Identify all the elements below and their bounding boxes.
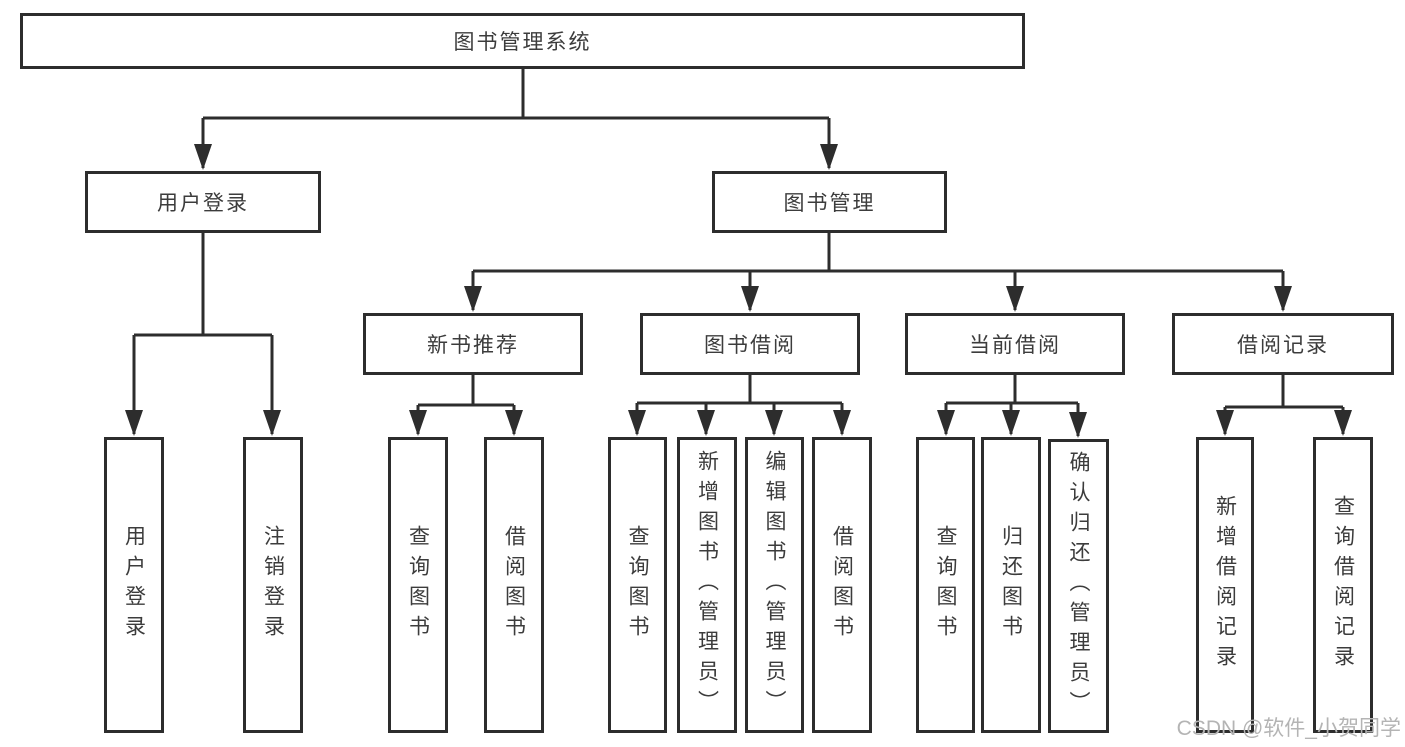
leaf-add-borrow-record: 新增借阅记录 xyxy=(1196,437,1254,733)
node-new-book-recommend: 新书推荐 xyxy=(363,313,583,375)
node-user-login: 用户登录 xyxy=(85,171,321,233)
leaf-edit-books-admin-label: 编辑图书（管理员） xyxy=(763,450,786,720)
node-new-book-recommend-label: 新书推荐 xyxy=(427,334,519,357)
node-book-borrow: 图书借阅 xyxy=(640,313,860,375)
node-library-system-label: 图书管理系统 xyxy=(453,31,592,54)
leaf-add-books-admin: 新增图书（管理员） xyxy=(677,437,737,733)
node-borrow-records: 借阅记录 xyxy=(1172,313,1394,375)
leaf-query-books-recommend: 查询图书 xyxy=(388,437,448,733)
node-user-login-label: 用户登录 xyxy=(157,192,249,215)
leaf-user-login-label: 用户登录 xyxy=(122,525,146,645)
leaf-borrow-books-recommend: 借阅图书 xyxy=(484,437,544,733)
leaf-confirm-return-admin-label: 确认归还（管理员） xyxy=(1067,451,1090,721)
leaf-logout-label: 注销登录 xyxy=(261,525,285,645)
node-library-system: 图书管理系统 xyxy=(20,13,1025,69)
leaf-confirm-return-admin: 确认归还（管理员） xyxy=(1048,439,1109,733)
leaf-user-login: 用户登录 xyxy=(104,437,164,733)
leaf-return-books-label: 归还图书 xyxy=(999,525,1023,645)
node-borrow-records-label: 借阅记录 xyxy=(1237,334,1329,357)
node-book-borrow-label: 图书借阅 xyxy=(704,334,796,357)
leaf-query-books-current-label: 查询图书 xyxy=(934,525,957,645)
leaf-query-books-current: 查询图书 xyxy=(916,437,975,733)
leaf-query-borrow-record-label: 查询借阅记录 xyxy=(1331,495,1355,675)
leaf-borrow-books-recommend-label: 借阅图书 xyxy=(502,525,526,645)
node-current-borrow: 当前借阅 xyxy=(905,313,1125,375)
leaf-query-books-recommend-label: 查询图书 xyxy=(406,525,430,645)
leaf-add-borrow-record-label: 新增借阅记录 xyxy=(1213,495,1237,675)
leaf-edit-books-admin: 编辑图书（管理员） xyxy=(745,437,804,733)
node-current-borrow-label: 当前借阅 xyxy=(969,334,1061,357)
leaf-logout: 注销登录 xyxy=(243,437,303,733)
node-book-management: 图书管理 xyxy=(712,171,947,233)
leaf-borrow-books-label: 借阅图书 xyxy=(830,525,854,645)
leaf-borrow-books: 借阅图书 xyxy=(812,437,872,733)
leaf-return-books: 归还图书 xyxy=(981,437,1041,733)
leaf-query-books-borrow-label: 查询图书 xyxy=(626,525,649,645)
node-book-management-label: 图书管理 xyxy=(783,192,876,215)
leaf-query-books-borrow: 查询图书 xyxy=(608,437,667,733)
leaf-query-borrow-record: 查询借阅记录 xyxy=(1313,437,1373,733)
leaf-add-books-admin-label: 新增图书（管理员） xyxy=(695,450,719,720)
csdn-watermark: CSDN @软件_小贺同学 xyxy=(1176,717,1401,740)
